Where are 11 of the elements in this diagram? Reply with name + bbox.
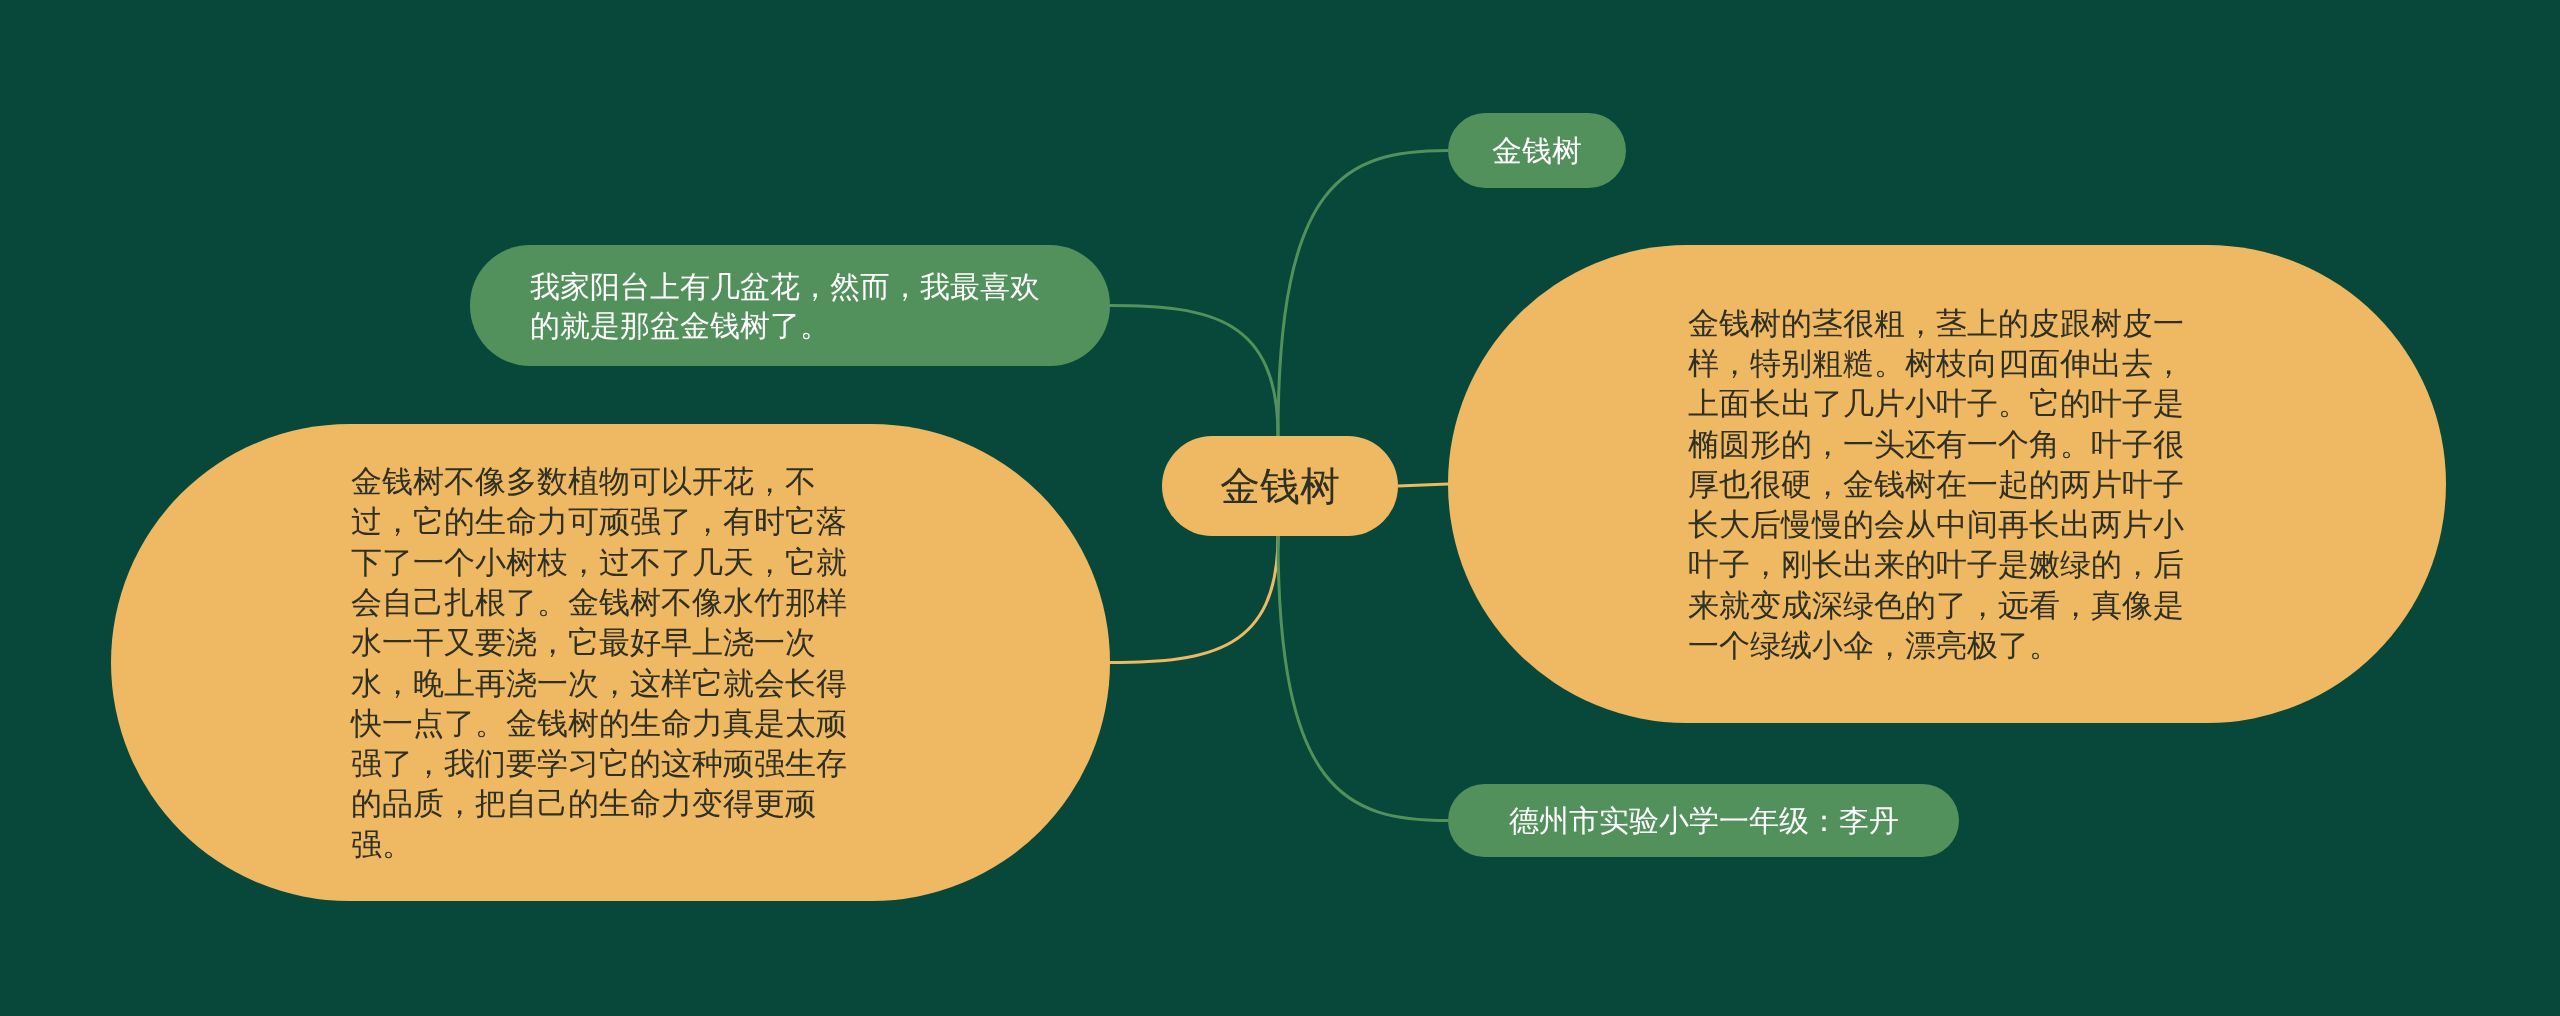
connector-line — [1276, 535, 1449, 822]
topic-text: 金钱树的茎很粗，茎上的皮跟树皮一样，特别粗糙。树枝向四面伸出去，上面长出了几片小叶子。它的叶子是椭圆形的，一头还有一个角。叶子很厚也很硬，金钱树在一起的两片叶子长大后慢慢的会从中间再长出两片小叶子，刚长出来的叶子是嫩绿的，后来就变成深绿色的了，远看，真像是一个绿绒小伞，漂亮极了。 — [1688, 303, 2185, 666]
topic-text: 德州市实验小学一年级：李丹 — [1508, 802, 1899, 840]
connector-line — [1109, 304, 1280, 437]
topic-text: 我家阳台上有几盆花，然而，我最喜欢的就是那盆金钱树了。 — [530, 267, 1040, 345]
connector-line — [1397, 482, 1449, 488]
connector-line — [1109, 535, 1280, 664]
connector-line — [1276, 149, 1449, 437]
topic-text: 金钱树 — [1220, 462, 1340, 511]
topic-text: 金钱树不像多数植物可以开花，不过，它的生命力可顽强了，有时它落下了一个小树枝，过不了几天，它就会自己扎根了。金钱树不像水竹那样水一干又要浇，它最好早上浇一次水，晚上再浇一次，这样它就会长得快一点了。金钱树的生命力真是太顽强了，我们要学习它的这种顽强生存的品质，把自己的生命力变得更顽强。 — [351, 462, 848, 864]
topic-text: 金钱树 — [1492, 132, 1582, 170]
